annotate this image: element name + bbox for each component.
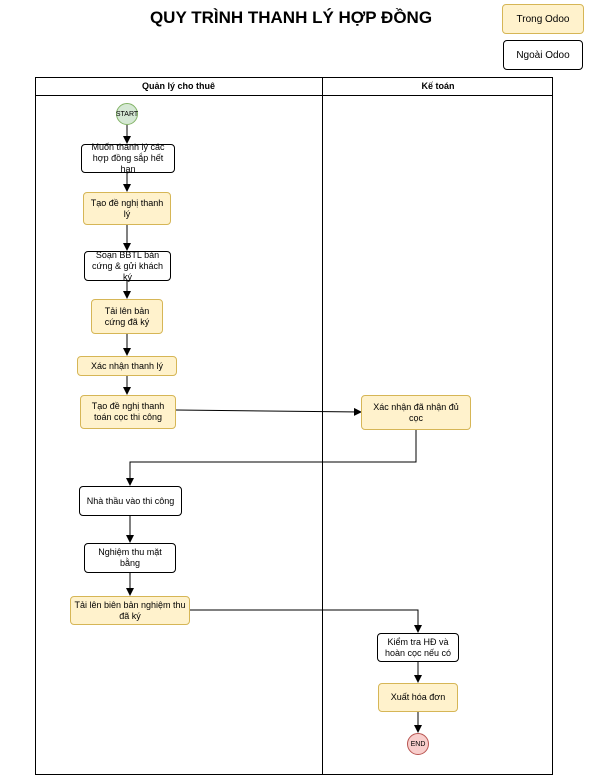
node-soan-bbtl: Soạn BBTL bản cứng & gửi khách ký: [84, 250, 171, 282]
node-tai-len-ban-cung: Tải lên bản cứng đã ký: [91, 299, 163, 334]
lane-header-divider: [35, 95, 553, 96]
node-nha-thau-vao-thi-cong: Nhà thầu vào thi công: [79, 486, 182, 516]
legend-out-odoo: Ngoài Odoo: [503, 40, 583, 70]
node-xac-nhan-thanh-ly: Xác nhận thanh lý: [77, 356, 177, 376]
end-node: END: [407, 733, 429, 755]
swimlane-frame: [35, 77, 553, 775]
arrow-n6-n7: [175, 407, 362, 416]
arrow-n7-n8: [126, 430, 417, 486]
node-xuat-hoa-don: Xuất hóa đơn: [378, 683, 458, 712]
node-tai-len-bien-ban-nghiem-thu: Tải lên biên bản nghiệm thu đã ký: [70, 596, 190, 625]
node-kiem-tra-hd-hoan-coc: Kiểm tra HĐ và hoàn cọc nếu có: [377, 633, 459, 662]
lane-divider: [322, 77, 323, 775]
node-tao-de-nghi-thanh-toan-coc: Tạo đề nghị thanh toán cọc thi công: [80, 395, 176, 429]
diagram-title: QUY TRÌNH THANH LÝ HỢP ĐỒNG: [149, 8, 433, 27]
node-nghiem-thu-mat-bang: Nghiệm thu mặt bằng: [84, 543, 176, 573]
legend-in-odoo: Trong Odoo: [502, 4, 584, 34]
lane-header-ke-toan: Kế toán: [421, 81, 455, 91]
node-xac-nhan-da-nhan-du-coc: Xác nhận đã nhận đủ cọc: [361, 395, 471, 430]
start-node: START: [116, 103, 138, 125]
node-tao-de-nghi-thanh-ly: Tạo đề nghị thanh lý: [83, 192, 171, 225]
node-muon-thanh-ly: Muốn thanh lý các hợp đồng sắp hết hạn: [81, 142, 175, 174]
lane-header-quan-ly-cho-thue: Quản lý cho thuê: [141, 81, 215, 91]
arrow-n10-n11: [190, 609, 422, 633]
